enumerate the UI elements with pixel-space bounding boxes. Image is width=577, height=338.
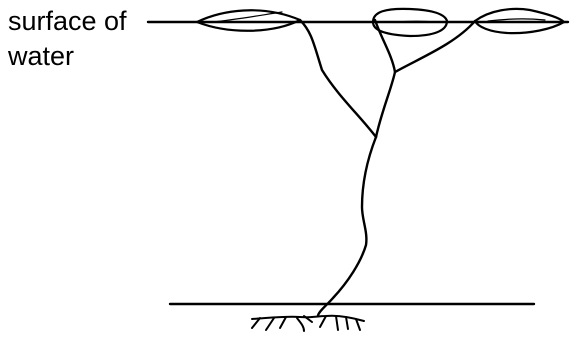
roots <box>252 316 364 331</box>
stem-to-right-leaf <box>395 21 475 72</box>
stem-to-left-leaf <box>300 20 376 137</box>
floating-leaf-left <box>197 10 300 30</box>
stem-to-middle-leaf <box>375 20 395 137</box>
main-stem <box>318 137 376 316</box>
leaf-vein-right <box>488 19 545 21</box>
